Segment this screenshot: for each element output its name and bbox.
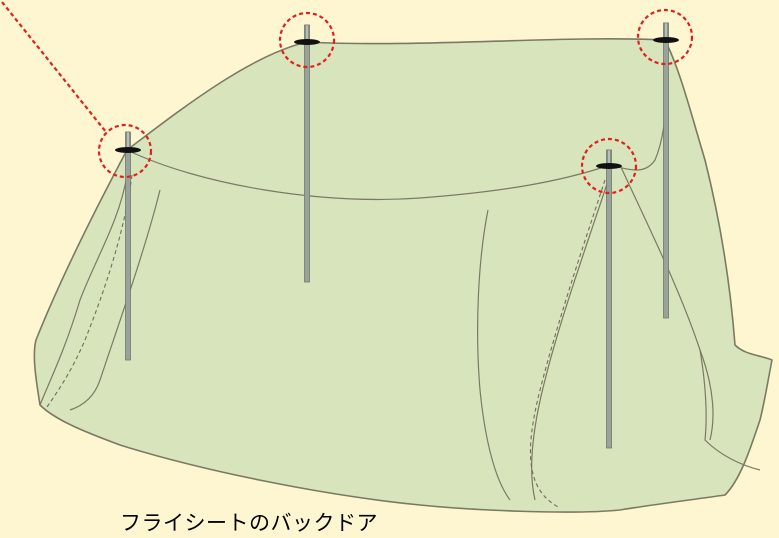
left-fold-1 — [39, 174, 128, 406]
highlight-front — [580, 137, 638, 195]
left-fold-2 — [69, 189, 161, 411]
grommet-right — [653, 37, 679, 43]
left-zipper-seam — [44, 174, 133, 411]
fly-fold-lines — [39, 39, 761, 501]
door-fold-left — [477, 209, 511, 501]
highlight-circles — [97, 8, 694, 195]
pole-right — [663, 22, 669, 319]
pole-center — [304, 24, 310, 283]
highlight-center — [278, 11, 336, 69]
diagram-caption: フライシートのバックドア — [120, 511, 378, 535]
grommet-front — [596, 163, 622, 169]
highlight-left — [97, 123, 153, 179]
grommet-center — [294, 39, 320, 45]
tent-poles — [125, 22, 669, 449]
door-zipper-seam — [529, 179, 606, 509]
right-side-fold — [699, 349, 761, 471]
front-top-edge — [126, 149, 611, 200]
door-edge-right — [619, 164, 714, 441]
grommet-left — [115, 147, 141, 153]
pole-front — [606, 149, 612, 449]
grommets — [115, 37, 679, 169]
highlight-right — [636, 8, 694, 66]
fly-dashed-seams — [44, 174, 606, 509]
pole-left — [125, 131, 131, 361]
fly-sheet-body — [33, 38, 773, 513]
